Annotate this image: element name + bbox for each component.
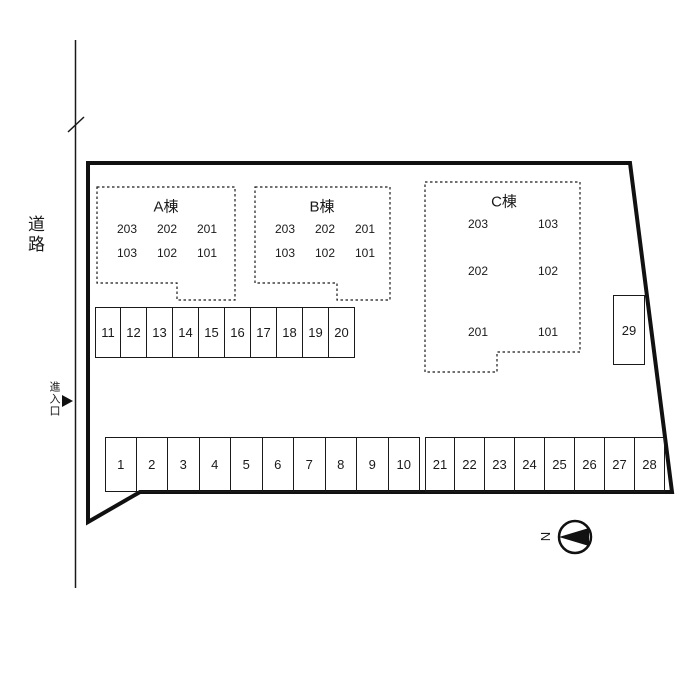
room-number: 203	[467, 217, 489, 231]
north-label: N	[538, 531, 554, 542]
room-number: 103	[274, 246, 296, 260]
building-c-outline	[424, 181, 581, 373]
road-line-break-tick	[67, 116, 85, 133]
parking-space: 3	[168, 437, 200, 492]
parking-row-bottom-right: 21 22 23 24 25 26 27 28	[425, 437, 665, 492]
entrance-arrow-icon	[62, 395, 73, 407]
site-boundary	[86, 161, 675, 526]
parking-space: 18	[277, 307, 303, 358]
parking-space: 27	[605, 437, 635, 492]
parking-space: 20	[329, 307, 355, 358]
parking-space: 24	[515, 437, 545, 492]
room-number: 102	[537, 264, 559, 278]
room-number: 203	[274, 222, 296, 236]
room-number: 103	[537, 217, 559, 231]
parking-row-middle: 11 12 13 14 15 16 17 18 19 20	[95, 307, 355, 358]
room-number: 102	[156, 246, 178, 260]
parking-space: 28	[635, 437, 665, 492]
parking-space: 12	[121, 307, 147, 358]
building-a-outline	[96, 186, 236, 301]
parking-space: 8	[325, 437, 357, 492]
room-number: 101	[196, 246, 218, 260]
road-label: 道路	[25, 215, 44, 255]
parking-space: 5	[231, 437, 263, 492]
north-compass-icon	[557, 519, 593, 555]
room-number: 101	[537, 325, 559, 339]
room-number: 201	[196, 222, 218, 236]
parking-space: 19	[303, 307, 329, 358]
room-number: 202	[156, 222, 178, 236]
parking-space: 7	[294, 437, 326, 492]
parking-space: 23	[485, 437, 515, 492]
parking-space: 9	[357, 437, 389, 492]
parking-space: 17	[251, 307, 277, 358]
parking-space: 16	[225, 307, 251, 358]
room-number: 201	[354, 222, 376, 236]
parking-space: 14	[173, 307, 199, 358]
room-number: 202	[467, 264, 489, 278]
room-number: 101	[354, 246, 376, 260]
room-number: 102	[314, 246, 336, 260]
parking-space: 15	[199, 307, 225, 358]
parking-space: 2	[136, 437, 168, 492]
parking-space: 29	[613, 295, 645, 365]
building-c-label: C棟	[491, 193, 517, 211]
parking-space: 22	[455, 437, 485, 492]
parking-space: 1	[105, 437, 137, 492]
parking-space: 25	[545, 437, 575, 492]
room-number: 202	[314, 222, 336, 236]
building-a-label: A棟	[153, 198, 179, 216]
parking-row-bottom-left: 1 2 3 4 5 6 7 8 9 10	[105, 437, 420, 492]
room-number: 103	[116, 246, 138, 260]
parking-space: 13	[147, 307, 173, 358]
building-b-label: B棟	[309, 198, 335, 216]
entrance-label: 進入口	[48, 381, 60, 417]
parking-space: 21	[425, 437, 455, 492]
building-b-outline	[254, 186, 391, 301]
parking-space: 26	[575, 437, 605, 492]
parking-space: 10	[388, 437, 420, 492]
parking-space: 6	[262, 437, 294, 492]
parking-space: 4	[199, 437, 231, 492]
room-number: 203	[116, 222, 138, 236]
parking-space: 11	[95, 307, 121, 358]
room-number: 201	[467, 325, 489, 339]
